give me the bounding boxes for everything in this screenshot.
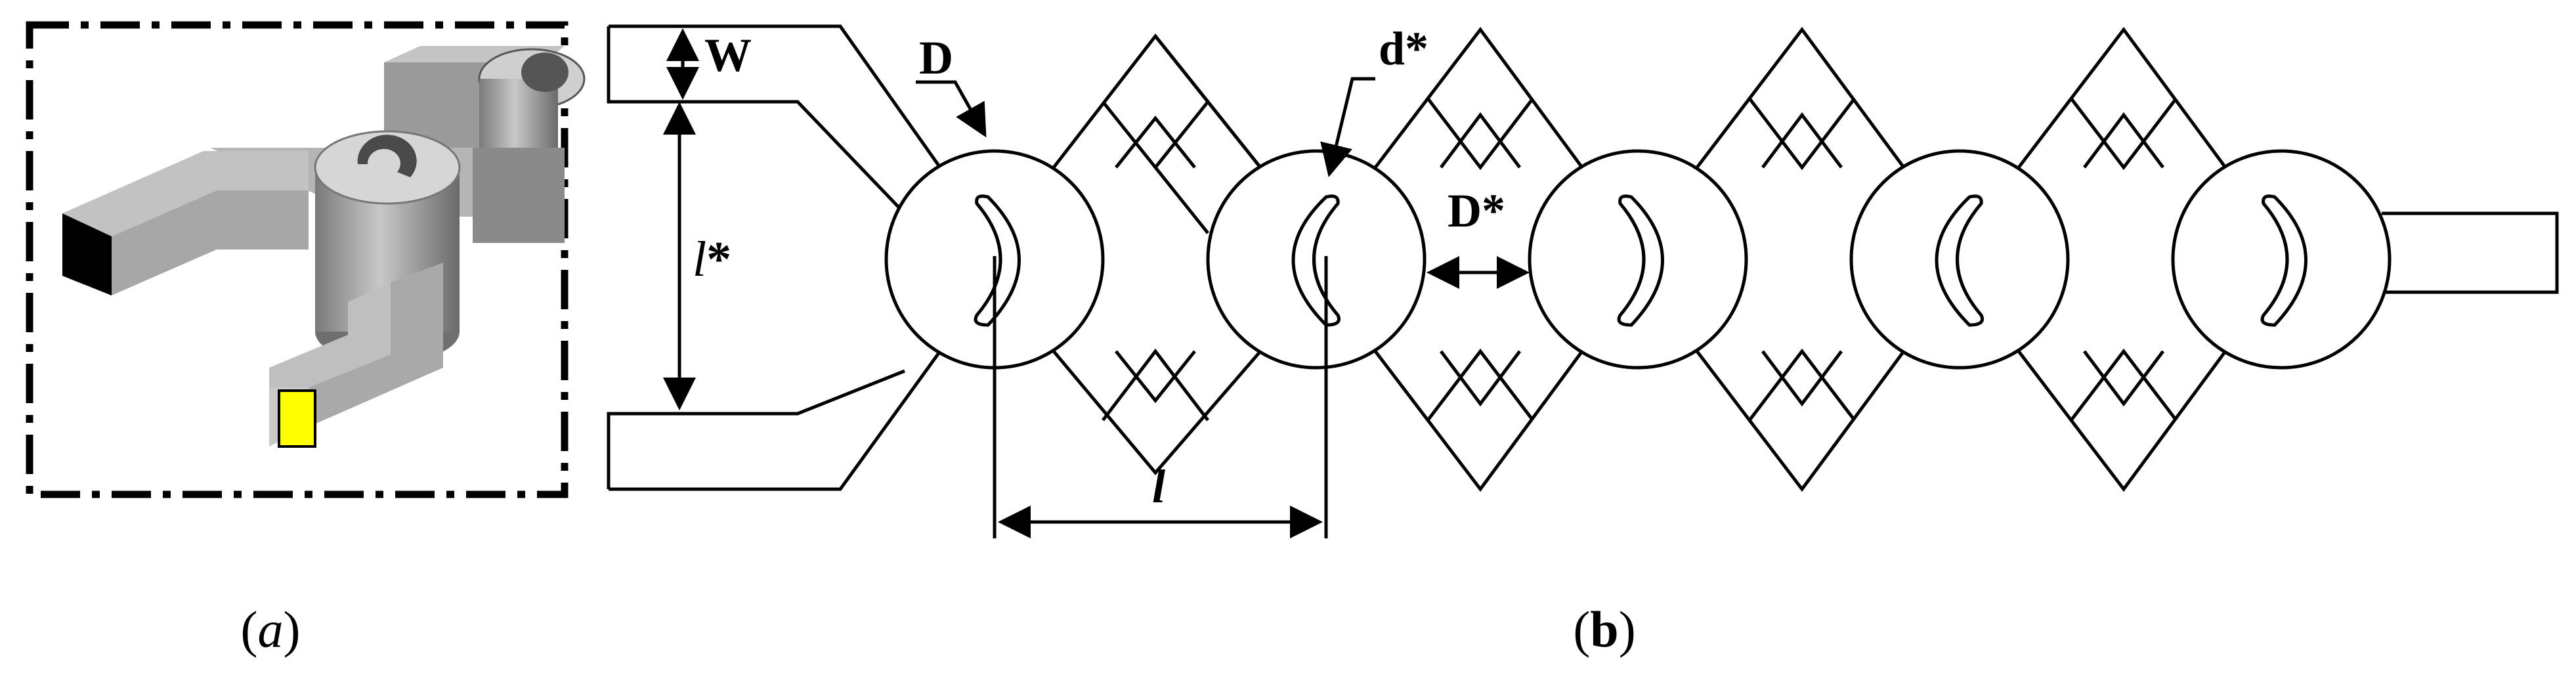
label-l-star: l* — [693, 232, 731, 287]
diamond-lattice-1 — [1052, 33, 1262, 475]
caption-b: (b) — [1573, 601, 1635, 658]
resonator-4 — [1849, 149, 2070, 370]
leader-D — [916, 80, 987, 138]
label-d-star: d* — [1379, 22, 1428, 75]
label-W: W — [704, 29, 752, 81]
dimension-l — [993, 256, 1328, 538]
upper-input-arm — [607, 24, 942, 215]
diamond-lattice-2 — [1374, 26, 1584, 492]
output-bar — [2382, 211, 2559, 294]
diamond-lattice-3 — [1696, 26, 1906, 492]
label-D-star: D* — [1448, 185, 1505, 237]
caption-a: (a) — [241, 601, 301, 658]
panel-a: (a) — [26, 21, 586, 658]
panel-a-dashdot-frame — [26, 21, 569, 498]
resonator-3 — [1528, 149, 1748, 370]
diamond-lattice-4 — [2017, 26, 2227, 492]
label-l: l — [1152, 460, 1165, 513]
resonator-2 — [1206, 149, 1427, 370]
panel-b — [607, 24, 2559, 538]
resonator-5 — [2171, 149, 2392, 370]
yellow-port-face — [278, 389, 316, 448]
panel-b-labels: W D d* l* D* l (b) — [693, 22, 1636, 658]
leader-d-star — [1320, 77, 1375, 177]
lower-input-arm — [607, 350, 942, 491]
cylinder-3d-model — [62, 46, 586, 448]
label-D: D — [919, 32, 953, 84]
